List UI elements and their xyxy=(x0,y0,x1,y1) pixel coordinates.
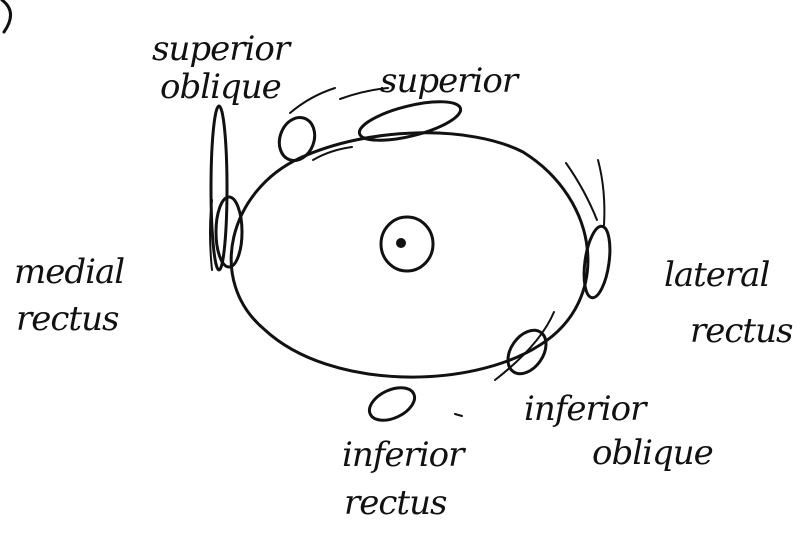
label-lateral-rectus-line2: rectus xyxy=(690,311,793,351)
stray-mark xyxy=(2,0,11,32)
label-inferior-rectus-line1: inferior xyxy=(342,435,466,475)
label-inferior-rectus-line2: rectus xyxy=(344,483,447,523)
lateral-hatch-2 xyxy=(598,160,604,225)
superior-rectus-muscle xyxy=(356,94,464,148)
inferior-hatch xyxy=(455,414,462,416)
eyeball-outline xyxy=(231,133,588,377)
label-superior-oblique-line2: oblique xyxy=(160,67,281,107)
iris-circle xyxy=(381,217,433,271)
label-lateral-rectus-line1: lateral xyxy=(664,255,769,295)
label-medial-rectus-line2: rectus xyxy=(16,299,119,339)
label-inferior-oblique-line1: inferior xyxy=(524,389,648,429)
inferior-rectus-muscle xyxy=(364,381,419,427)
label-superior-oblique-line1: superior xyxy=(152,29,292,69)
superior-rectus-left-belly xyxy=(274,113,321,166)
superior-oblique-muscle xyxy=(211,106,227,270)
superior-oblique-insertion xyxy=(216,197,242,267)
label-superior-line1: superior xyxy=(380,61,520,101)
pupil-dot xyxy=(396,238,406,248)
superior-rectus-hatch-1 xyxy=(290,88,335,113)
label-medial-rectus-line1: medial xyxy=(14,252,124,292)
lateral-hatch-1 xyxy=(566,163,597,220)
label-inferior-oblique-line2: oblique xyxy=(592,433,713,473)
